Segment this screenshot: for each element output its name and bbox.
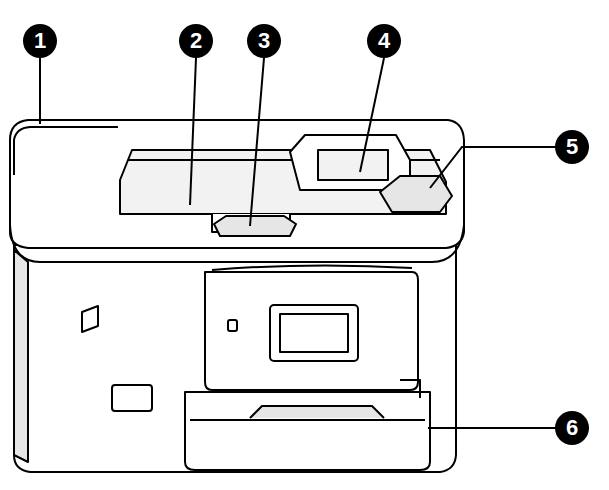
side-port [82, 306, 98, 332]
callout-number: 3 [247, 24, 281, 58]
leader-line [190, 58, 196, 205]
adf-extension [380, 176, 452, 212]
callout-number: 1 [23, 24, 57, 58]
power-button [228, 320, 237, 331]
panel-top [212, 265, 412, 270]
tray-window [318, 150, 388, 180]
side-handle [112, 385, 152, 411]
leader-line [39, 58, 41, 124]
leader-line [360, 58, 384, 172]
cassette-line [190, 419, 425, 421]
printer-body [14, 245, 456, 472]
control-panel [205, 272, 418, 390]
leader-line [250, 58, 264, 226]
callout-number: 5 [555, 130, 589, 164]
leader-line [428, 427, 556, 429]
side-panel [14, 250, 28, 462]
cassette-handle [250, 406, 384, 418]
lcd-screen [280, 314, 348, 352]
lcd-frame [270, 305, 358, 361]
callout-number: 6 [555, 411, 589, 445]
scanner-unit [10, 120, 464, 248]
edge-guide [214, 216, 296, 236]
callout-number: 4 [367, 24, 401, 58]
leader-line [430, 147, 556, 188]
output-tray-edge [400, 380, 420, 398]
leader-lines [40, 58, 556, 428]
callout-number: 2 [179, 24, 213, 58]
adf-cover [14, 127, 118, 175]
paper-cassette [185, 392, 430, 470]
